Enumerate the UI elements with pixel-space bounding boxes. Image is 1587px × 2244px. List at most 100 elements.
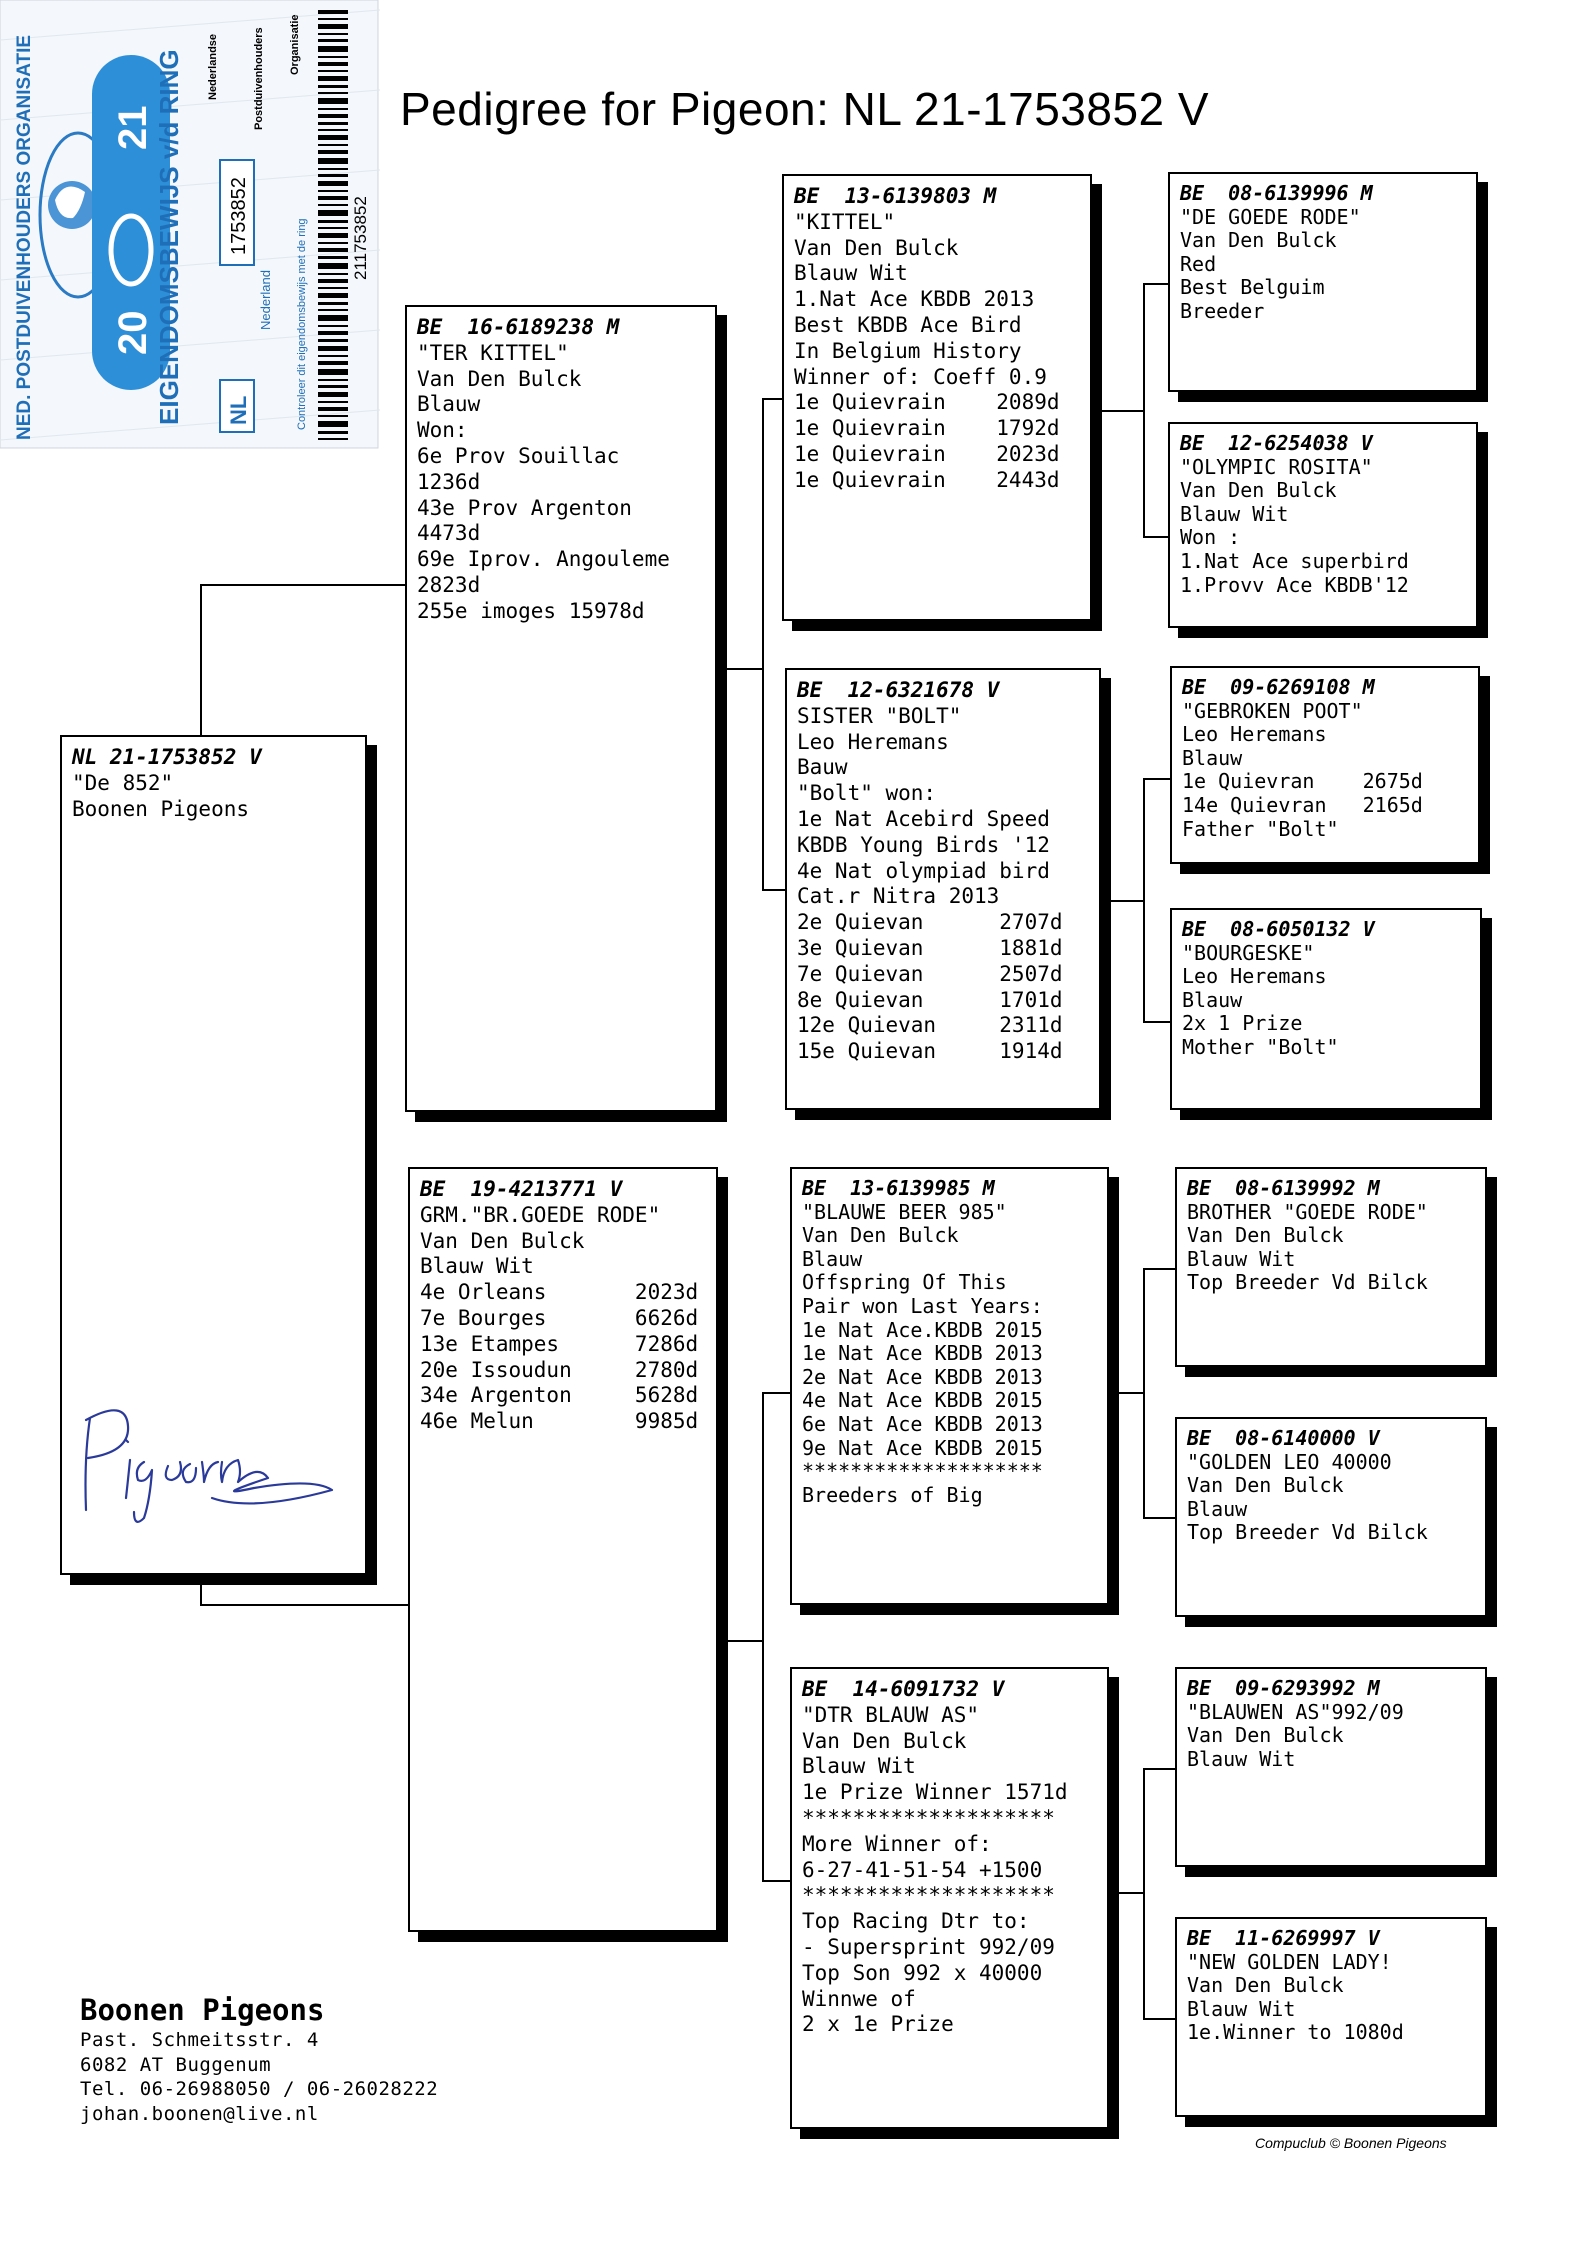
pedigree-line: Blauw Wit — [802, 1754, 916, 1779]
great-grandparent-card: BE 12-6254038 V "OLYMPIC ROSITA" Van Den… — [1168, 422, 1478, 628]
pedigree-line: BROTHER "GOEDE RODE" — [1187, 1199, 1428, 1224]
grandparent-card: BE 13-6139803 M "KITTEL" Van Den Bulck B… — [782, 174, 1092, 621]
breeder-name: Boonen Pigeons — [80, 1993, 325, 2027]
pedigree-line: 43e Prov Argenton — [417, 495, 632, 520]
connector-line — [200, 584, 407, 586]
ring-id: BE 08-6050132 V — [1182, 917, 1375, 941]
pedigree-line: - Supersprint 992/09 — [802, 1934, 1055, 1959]
pedigree-line: Van Den Bulck — [417, 366, 582, 391]
pedigree-line: 1e Quievran 2675d — [1182, 769, 1423, 794]
pedigree-line: "KITTEL" — [794, 209, 896, 234]
pedigree-line: Van Den Bulck — [1180, 228, 1337, 253]
ring-id: BE 19-4213771 V — [420, 1177, 623, 1201]
pedigree-line: 6-27-41-51-54 +1500 — [802, 1857, 1043, 1882]
connector-line — [1143, 1768, 1175, 1770]
connector-line — [1143, 536, 1168, 538]
dam-card: BE 19-4213771 V GRM."BR.GOEDE RODE" Van … — [408, 1167, 718, 1932]
ring-id: BE 11-6269997 V — [1187, 1926, 1380, 1950]
connector-line — [762, 889, 785, 891]
pedigree-line: Winner of: Coeff 0.9 — [794, 364, 1047, 389]
pedigree-line: Blauw — [1182, 987, 1243, 1012]
pedigree-line: Blauw — [802, 1246, 863, 1271]
connector-line — [1092, 410, 1143, 412]
pedigree-line: 1236d — [417, 469, 481, 494]
country-label: Nederland — [258, 270, 273, 330]
connector-line — [1109, 1892, 1143, 1894]
pedigree-line: "BLAUWEN AS"992/09 — [1187, 1699, 1404, 1724]
ring-id: BE 08-6140000 V — [1187, 1426, 1380, 1450]
software-credit: Compuclub © Boonen Pigeons — [1255, 2135, 1447, 2151]
pedigree-line: Best Belguim — [1180, 275, 1325, 300]
great-grandparent-card: BE 08-6140000 V "GOLDEN LEO 40000 Van De… — [1175, 1417, 1487, 1617]
pedigree-line: "GOLDEN LEO 40000 — [1187, 1449, 1392, 1474]
pedigree-line: Offspring Of This — [802, 1270, 1007, 1295]
pedigree-line: "NEW GOLDEN LADY! — [1187, 1949, 1392, 1974]
connector-line — [1143, 2018, 1175, 2020]
year-left: 20 — [111, 311, 155, 356]
ring-id: BE 16-6189238 M — [417, 315, 620, 339]
connector-line — [1143, 778, 1145, 1021]
pedigree-line: 1e.Winner to 1080d — [1187, 2020, 1404, 2045]
pedigree-line: Blauw Wit — [1187, 1996, 1296, 2021]
pedigree-line: Blauw Wit — [420, 1254, 534, 1279]
pedigree-line: "Bolt" won: — [797, 781, 937, 806]
pedigree-line: 7e Quievan 2507d — [797, 961, 1063, 986]
pedigree-line: 2x 1 Prize — [1182, 1011, 1303, 1036]
pedigree-line: 6e Prov Souillac — [417, 443, 620, 468]
pedigree-line: Top Son 992 x 40000 — [802, 1960, 1043, 1985]
document-title: EIGENDOMSBEWIJS v/d RING — [154, 49, 184, 425]
pedigree-line: 7e Bourges 6626d — [420, 1305, 699, 1330]
pedigree-line: "TER KITTEL" — [417, 340, 569, 365]
pedigree-line: "OLYMPIC ROSITA" — [1180, 454, 1373, 479]
pedigree-line: More Winner of: — [802, 1831, 992, 1856]
pedigree-line: 4e Nat olympiad bird — [797, 858, 1050, 883]
pedigree-line: 12e Quievan 2311d — [797, 1013, 1063, 1038]
great-grandparent-card: BE 08-6139992 M BROTHER "GOEDE RODE" Van… — [1175, 1167, 1487, 1367]
connector-line — [1143, 1268, 1145, 1517]
breeder-contact: Boonen Pigeons Past. Schmeitsstr. 4 6082… — [80, 1992, 438, 2126]
connector-line — [200, 1604, 410, 1606]
pedigree-line: 34e Argenton 5628d — [420, 1383, 699, 1408]
grandparent-card: BE 13-6139985 M "BLAUWE BEER 985" Van De… — [790, 1167, 1109, 1605]
ring-id: BE 09-6293992 M — [1187, 1676, 1380, 1700]
pedigree-line: 4473d — [417, 521, 481, 546]
pedigree-line: Winnwe of — [802, 1986, 916, 2011]
great-grandparent-card: BE 09-6293992 M "BLAUWEN AS"992/09 Van D… — [1175, 1667, 1487, 1867]
check-note: Controleer dit eigendomsbewijs met de ri… — [296, 218, 308, 430]
pedigree-line: Van Den Bulck — [802, 1223, 959, 1248]
pedigree-line: Top Breeder Vd Bilck — [1187, 1520, 1428, 1545]
country-code: NL — [226, 396, 251, 425]
npo-line-3: Organisatie — [289, 14, 301, 75]
pedigree-line: Top Racing Dtr to: — [802, 1909, 1030, 1934]
pedigree-line: "DE GOEDE RODE" — [1180, 204, 1361, 229]
connector-line — [1143, 1021, 1170, 1023]
pedigree-line: 1e Nat Ace KBDB 2013 — [802, 1341, 1043, 1366]
signature-image — [84, 1409, 334, 1523]
ring-icon — [108, 213, 154, 287]
connector-line — [1143, 1768, 1145, 2018]
pedigree-line: Bauw — [797, 755, 848, 780]
pedigree-line: Van Den Bulck — [794, 235, 959, 260]
breeder-postcode: 6082 AT Buggenum — [80, 2053, 272, 2076]
pedigree-line: 1e Quievrain 2023d — [794, 441, 1060, 466]
pedigree-line: 13e Etampes 7286d — [420, 1331, 699, 1356]
breeder-phone: Tel. 06-26988050 / 06-26028222 — [80, 2078, 439, 2100]
pedigree-line: Van Den Bulck — [1187, 1473, 1344, 1498]
npo-line-2: Postduivenhouders — [253, 27, 265, 130]
pedigree-line: 2 x 1e Prize — [802, 2012, 954, 2037]
year-right: 21 — [111, 106, 155, 151]
pedigree-line: Blauw Wit — [1187, 1746, 1296, 1771]
pedigree-line: 14e Quievran 2165d — [1182, 792, 1423, 817]
pedigree-line: 255e imoges 15978d — [417, 598, 645, 623]
breeder-email: johan.boonen@live.nl — [80, 2102, 319, 2125]
connector-line — [1143, 283, 1145, 536]
pedigree-line: Breeder — [1180, 298, 1265, 323]
pedigree-line: 1e Prize Winner 1571d — [802, 1780, 1068, 1805]
subject-card: NL 21-1753852 V "De 852" Boonen Pigeons — [60, 735, 367, 1575]
grandparent-card: BE 14-6091732 V "DTR BLAUW AS" Van Den B… — [790, 1667, 1109, 2129]
pedigree-line: Won : — [1180, 525, 1241, 550]
connector-line — [762, 1392, 790, 1394]
pedigree-line: Leo Heremans — [1182, 964, 1327, 989]
pedigree-line: 1e Nat Ace.KBDB 2015 — [802, 1317, 1043, 1342]
pedigree-line: Blauw Wit — [794, 261, 908, 286]
